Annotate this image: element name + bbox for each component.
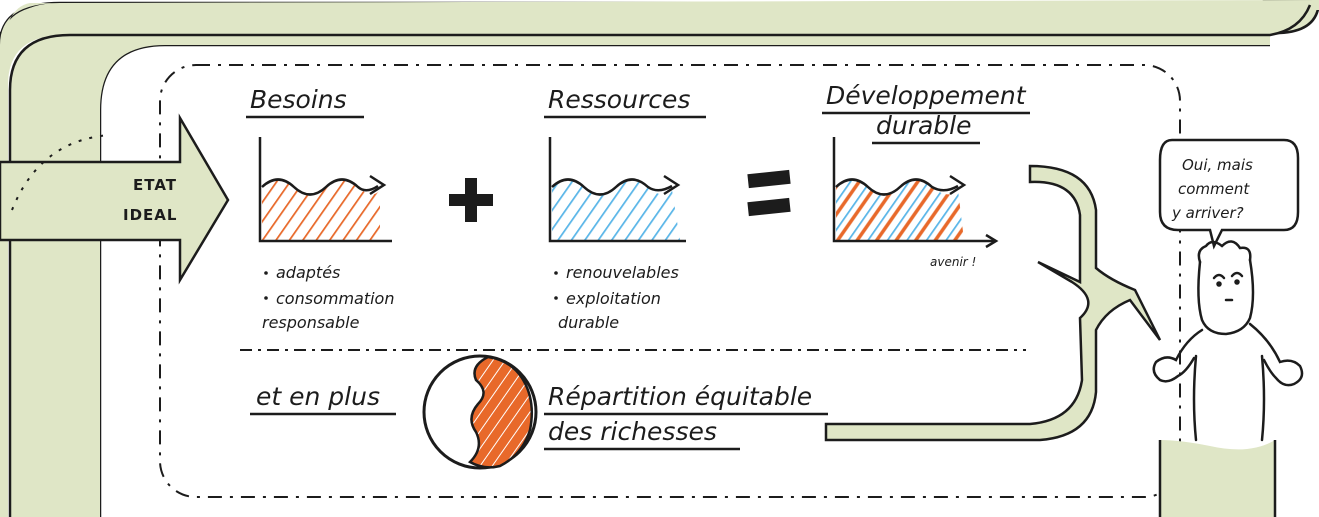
inner-dashed-frame	[159, 64, 1181, 498]
ressources-bullet-3: durable	[558, 313, 619, 332]
developpement-hatched-area	[836, 179, 964, 240]
speech-bubble-line1: Oui, mais	[1182, 156, 1253, 174]
plus-icon	[449, 178, 493, 222]
globe-icon	[422, 354, 538, 470]
bullet-dot	[554, 271, 558, 275]
developpement-axes	[832, 137, 994, 243]
bottom-right-band-edge	[1158, 440, 1277, 517]
converging-green-arrow	[824, 164, 1162, 442]
bullet-dot	[264, 296, 268, 300]
ressources-bullet-1: renouvelables	[566, 263, 679, 282]
ideal-state-line1: ETAT	[133, 176, 177, 194]
ressources-arrowhead	[663, 174, 681, 196]
developpement-wave-arrow	[835, 178, 959, 196]
ressources-chart	[548, 137, 686, 243]
besoins-axes	[258, 137, 392, 243]
equals-icon	[747, 169, 791, 217]
speech-bubble-line2: comment	[1178, 180, 1250, 198]
besoins-bullet-3: responsable	[262, 313, 360, 332]
speech-bubble-line3: y arriver?	[1171, 204, 1244, 222]
besoins-title: Besoins	[250, 85, 347, 114]
speech-bubble	[1158, 138, 1300, 250]
developpement-axis-label: avenir !	[930, 255, 976, 269]
plus-label: et en plus	[256, 382, 380, 411]
besoins-chart	[258, 137, 392, 243]
developpement-title-line2: durable	[876, 111, 972, 140]
besoins-arrowhead	[369, 174, 387, 196]
besoins-bullet-1: adaptés	[276, 263, 340, 282]
besoins-bullet-2: consommation	[276, 289, 394, 308]
ressources-bullet-2: exploitation	[566, 289, 661, 308]
bullet-dot	[264, 271, 268, 275]
developpement-chart	[832, 137, 999, 249]
ressources-hatched-area	[552, 179, 680, 240]
repartition-line1: Répartition équitable	[548, 382, 812, 411]
ressources-title: Ressources	[548, 85, 690, 114]
ideal-state-line2: IDEAL	[123, 206, 177, 224]
ideal-state-dotted-arc	[11, 134, 111, 211]
developpement-x-arrowhead	[985, 233, 999, 249]
besoins-wave-arrow	[261, 178, 379, 196]
person-icon	[1152, 240, 1304, 442]
besoins-hatched-area	[262, 179, 380, 240]
repartition-line2: des richesses	[548, 417, 717, 446]
inner-band-edge	[98, 43, 1270, 517]
band-outline-outer	[8, 4, 1312, 517]
ressources-wave-arrow	[551, 178, 673, 196]
bottom-right-band	[1160, 440, 1275, 517]
bullet-dot	[554, 296, 558, 300]
ressources-axes	[548, 137, 686, 243]
developpement-arrowhead	[949, 174, 967, 196]
developpement-title-line1: Développement	[826, 81, 1027, 110]
ideal-state-arrow	[0, 113, 230, 285]
